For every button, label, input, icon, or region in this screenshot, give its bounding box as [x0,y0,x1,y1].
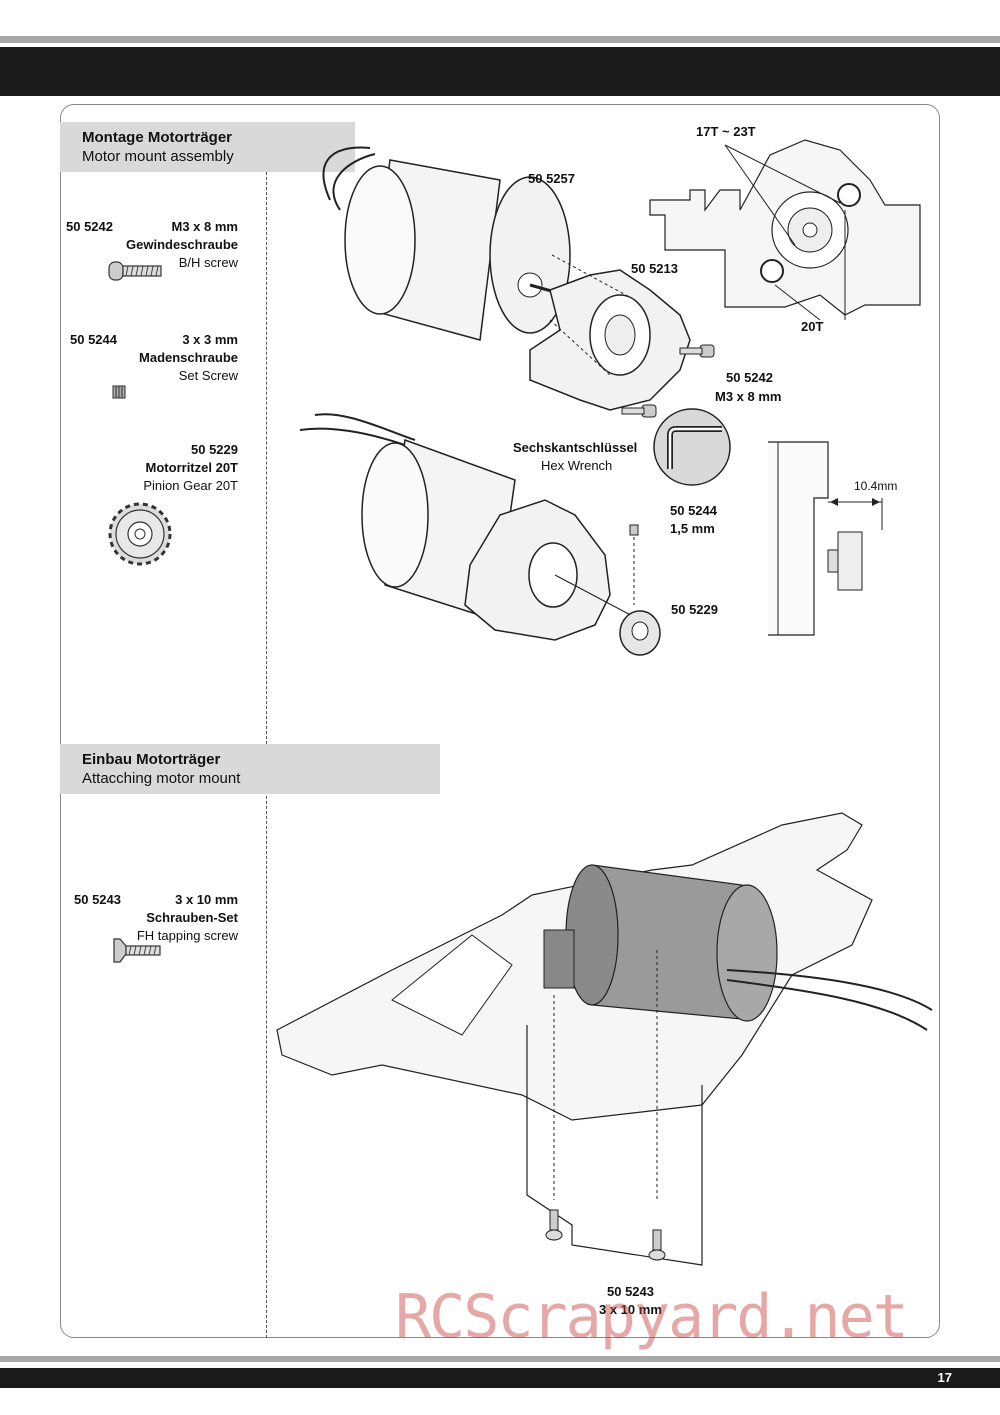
callout-pinion: 50 5229 [671,602,718,617]
screw-icon [648,1229,666,1261]
callout-bottom-screw-number: 50 5243 [607,1284,654,1299]
part-number: 50 5242 [66,219,113,234]
callout-hex-wrench-de: Sechskantschlüssel [513,440,638,455]
callout-bottom-screw-size: 3 x 10 mm [599,1302,662,1317]
part-name-de: Gewindeschraube [126,237,238,252]
content-frame [60,104,940,1338]
part-number: 50 5229 [191,442,238,457]
chassis-motor-mount-diagram [276,812,933,1266]
part-name-en: Pinion Gear 20T [143,478,238,493]
screw-icon [621,404,657,418]
footer-grey-stripe [0,1356,1000,1362]
screw-icon [679,344,715,358]
part-entry-505243: 50 5243 3 x 10 mm Schrauben-Set FH tappin… [74,891,238,945]
part-size: 3 x 10 mm [175,892,238,907]
footer-black-bar [0,1368,1000,1388]
callout-gear-20t: 20T [801,319,824,334]
callout-dimension: 10.4mm [854,479,898,493]
part-name-en: B/H screw [178,255,238,270]
fh-tapping-screw-icon [113,938,161,963]
part-size: M3 x 8 mm [171,219,238,234]
section-title-de: Einbau Motorträger [82,751,221,768]
pinion-installation-diagram [299,413,661,656]
callout-set-screw-size: 1,5 mm [670,521,715,536]
motor-mount-exploded-diagram [322,146,715,418]
part-entry-505242: 50 5242 M3 x 8 mm Gewindeschraube B/H scr… [66,218,238,272]
section-header-attaching-motor-mount: Einbau Motorträger Attacching motor moun… [60,744,440,794]
part-name-en: Set Screw [178,368,238,383]
callout-hex-wrench-en: Hex Wrench [541,458,613,473]
section-title-en: Motor mount assembly [82,148,234,165]
callout-screw-number: 50 5242 [726,370,773,385]
header-grey-stripe [0,36,1000,43]
set-screw-icon [112,385,126,399]
watermark: RCScrapyard.net [395,1282,909,1352]
pinion-gear-icon [108,502,172,566]
pinion-gear-icon [619,610,661,656]
header-black-bar [0,47,1000,96]
part-number: 50 5244 [70,332,117,347]
part-name-de: Madenschraube [139,350,238,365]
part-entry-505244: 50 5244 3 x 3 mm Madenschraube Set Screw [70,331,238,385]
bh-screw-icon [108,261,162,281]
page-number: 17 [937,1370,952,1385]
pinion-position-side-diagram [768,441,883,636]
section-title-en: Attacching motor mount [82,770,241,787]
gear-mesh-detail-diagram [649,139,921,321]
screw-icon [545,1209,563,1241]
section-header-motor-mount-assembly: Montage Motorträger Motor mount assembly [60,122,355,172]
callout-motor: 50 5257 [528,171,575,186]
hex-wrench-icon [653,408,731,486]
part-name-en: FH tapping screw [136,928,238,943]
callout-mount: 50 5213 [631,261,678,276]
callout-gear-range: 17T ~ 23T [696,124,756,139]
part-name-de: Schrauben-Set [146,910,238,925]
callout-screw-size: M3 x 8 mm [715,389,782,404]
part-size: 3 x 3 mm [182,332,238,347]
part-entry-505229: 50 5229 Motorritzel 20T Pinion Gear 20T [100,441,238,495]
callout-set-screw-number: 50 5244 [670,503,717,518]
part-name-de: Motorritzel 20T [145,460,238,475]
part-number: 50 5243 [74,892,121,907]
electric-motor [565,864,778,1022]
section-title-de: Montage Motorträger [82,129,232,146]
